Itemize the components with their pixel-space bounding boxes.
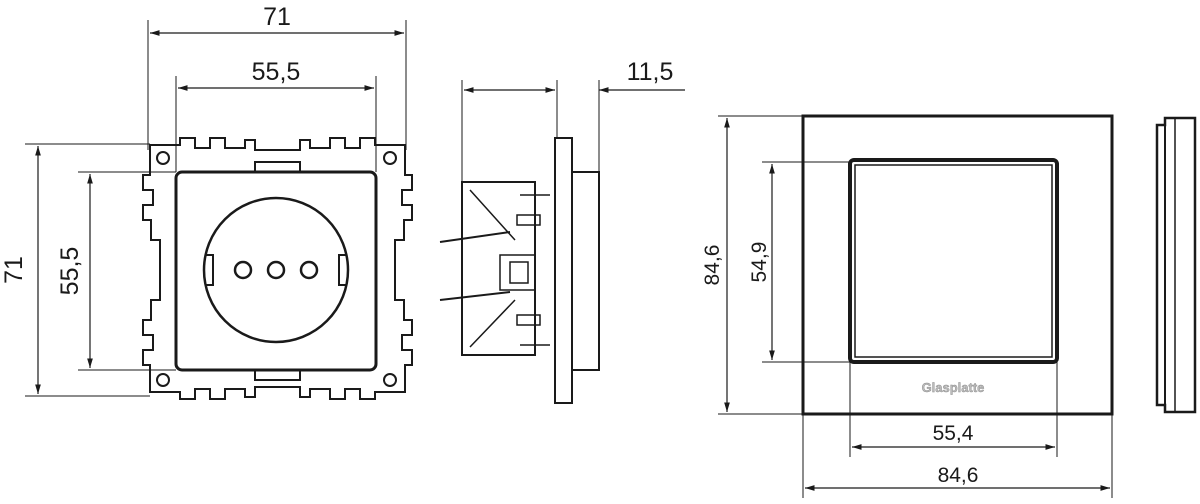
dim-frame-width-inner: 55,4 — [933, 422, 974, 445]
dim-socket-height-outer: 71 — [0, 256, 28, 284]
frame-dimensions: 84,6 54,9 55,4 84,6 — [701, 115, 1113, 498]
socket-dimensions: 71 55,5 71 55,5 — [0, 3, 407, 397]
frame-side-view — [1155, 116, 1197, 414]
dim-frame-width-outer: 84,6 — [938, 464, 979, 487]
dim-socket-width-outer: 71 — [263, 3, 291, 31]
frame-front-view: Glasplatte — [801, 114, 1114, 416]
dim-socket-depth: 11,5 — [627, 58, 674, 86]
frame-logo: Glasplatte — [922, 380, 985, 395]
socket-front-view — [142, 137, 413, 400]
dim-frame-height-inner: 54,9 — [748, 242, 771, 283]
dim-socket-height-inner: 55,5 — [56, 247, 84, 296]
dim-frame-height-outer: 84,6 — [701, 245, 724, 286]
socket-side-view: 11,5 — [439, 58, 685, 404]
dim-socket-width-inner: 55,5 — [252, 58, 301, 86]
